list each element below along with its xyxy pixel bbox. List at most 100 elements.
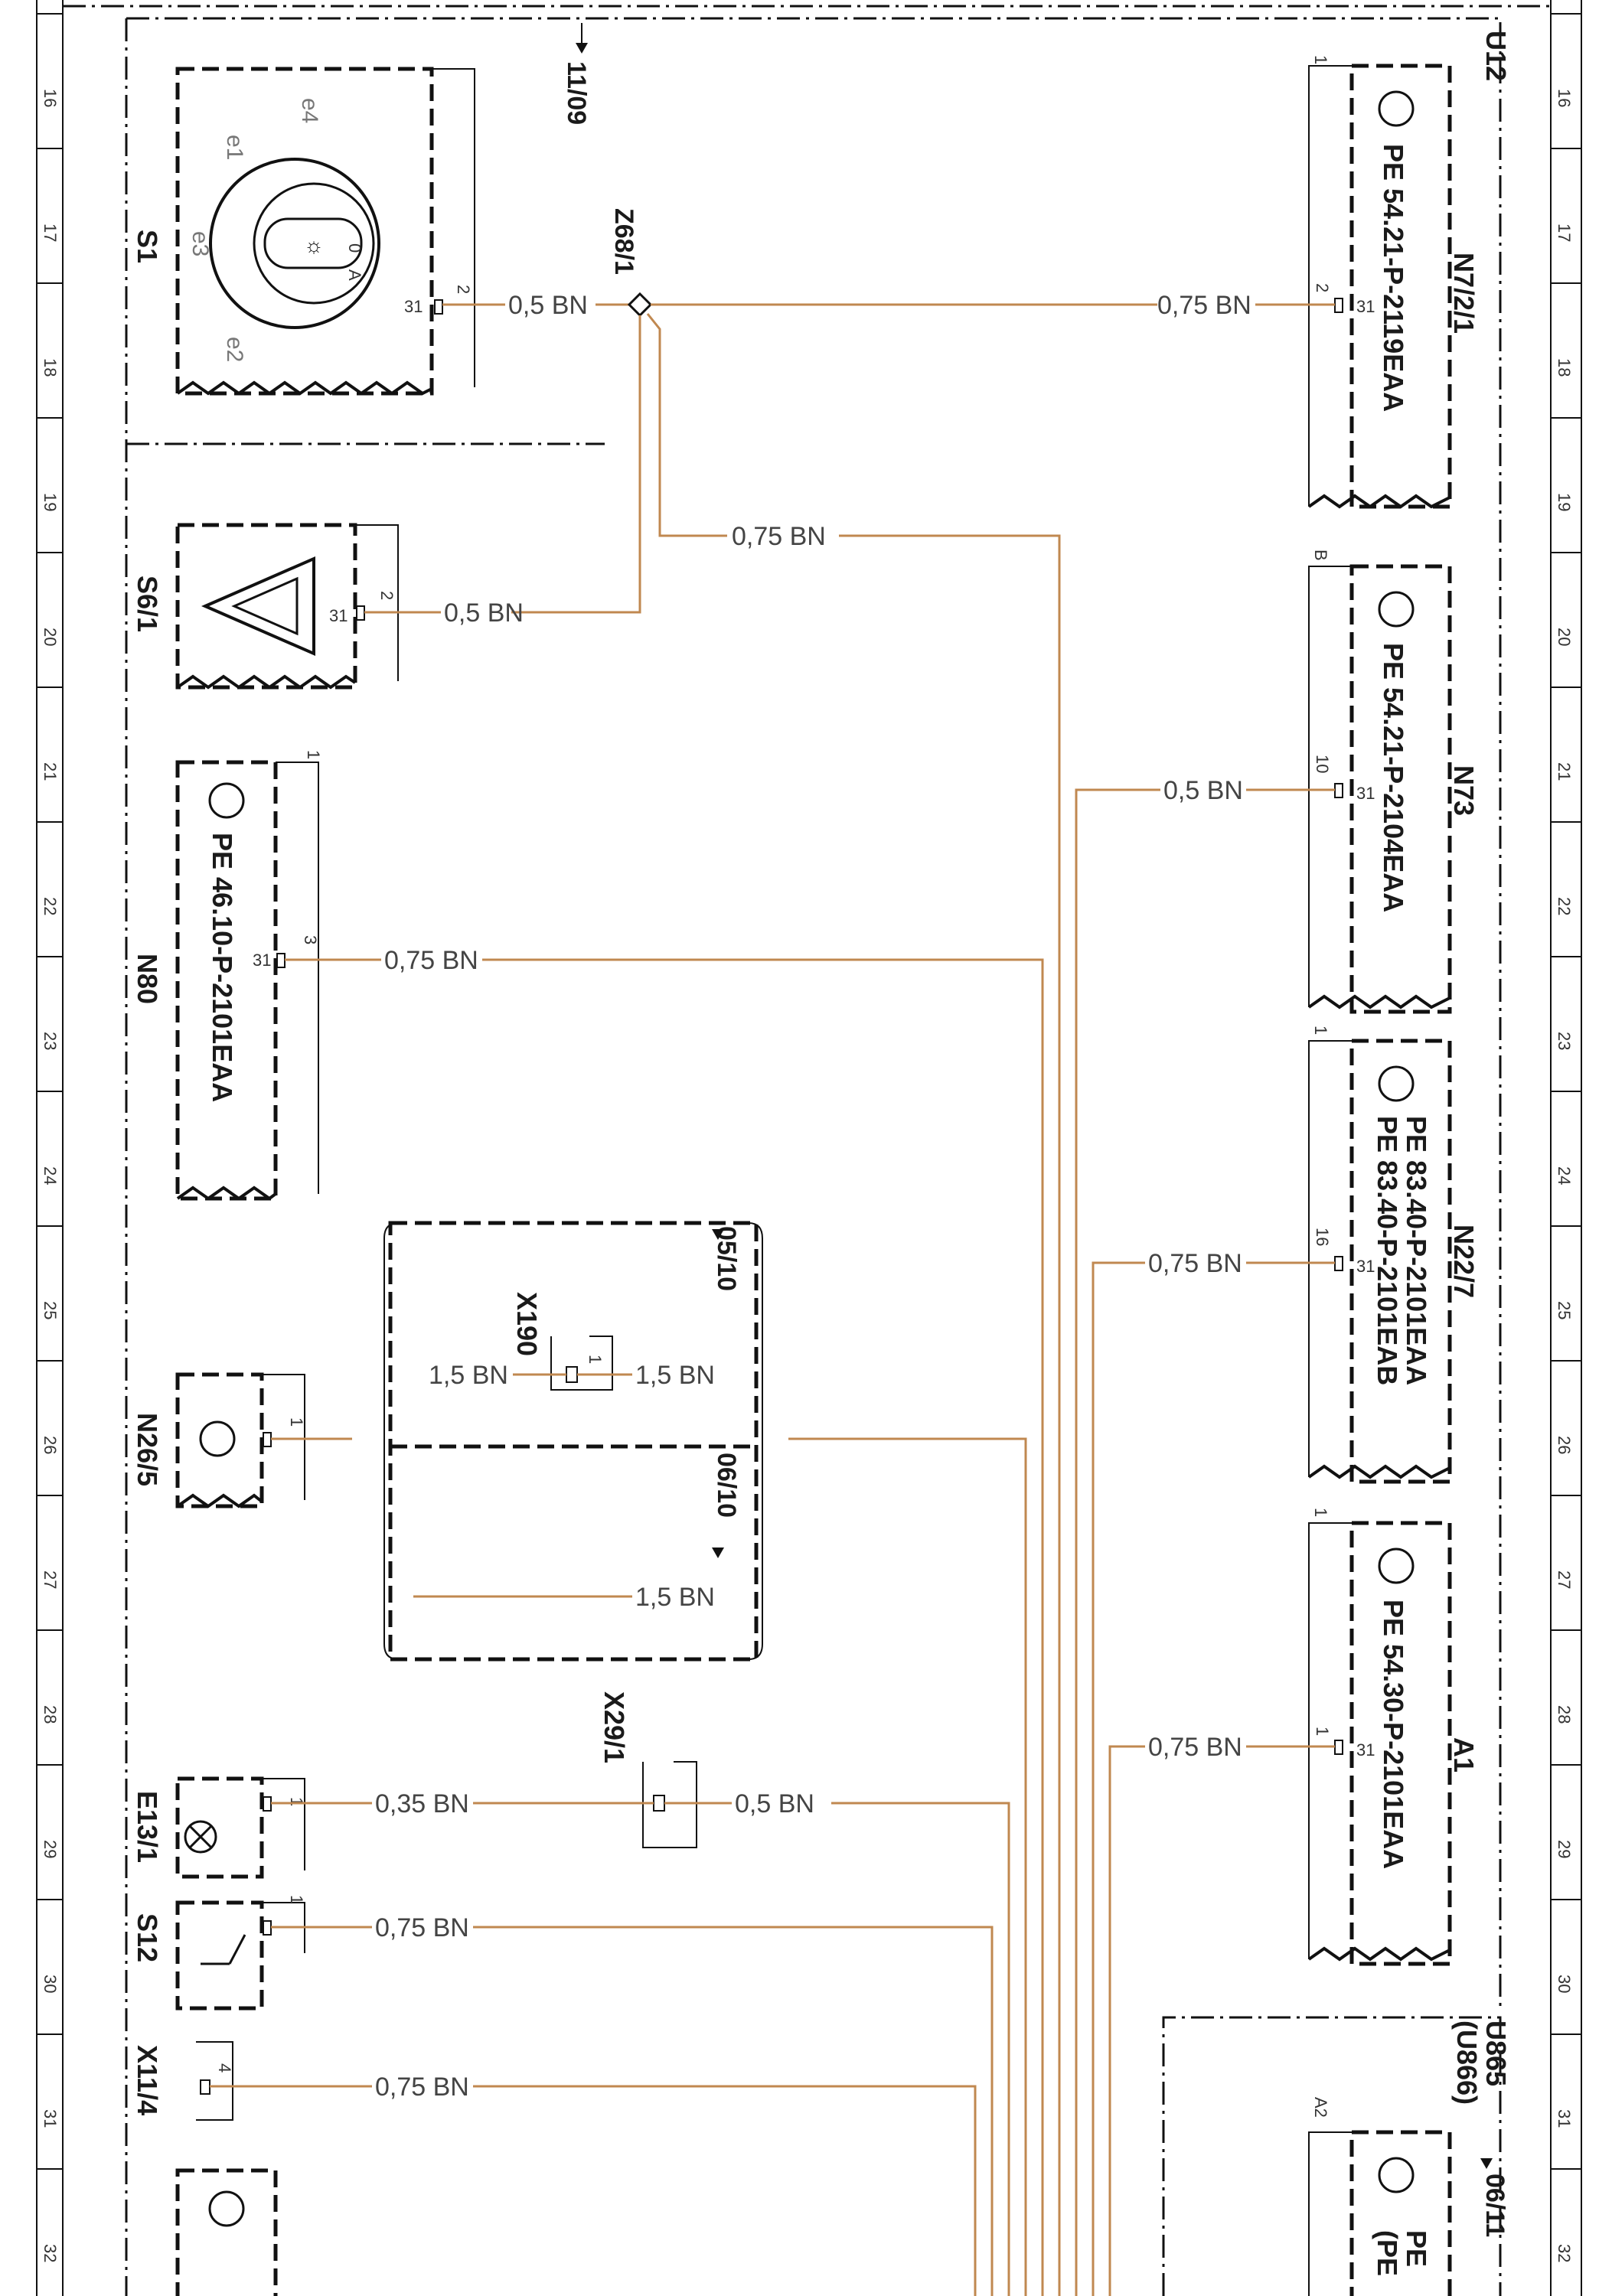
wire-e13-1-label: 0,35 BN — [375, 1789, 469, 1818]
grid-number: 26 — [41, 1436, 60, 1454]
x29-1-connector[interactable] — [642, 1761, 697, 1848]
u865-pe-a[interactable]: PE — [1401, 2230, 1432, 2267]
e13-1-label: E13/1 — [132, 1791, 163, 1863]
s1-pos-a: A — [345, 269, 364, 281]
bottom-left-module[interactable] — [175, 2168, 278, 2296]
grid-number: 21 — [41, 762, 60, 781]
ref-top[interactable]: 11/09 — [562, 61, 591, 125]
grid-number: 29 — [1555, 1840, 1574, 1858]
s1-pos-zero: 0 — [345, 243, 364, 253]
grid-number: 20 — [41, 628, 60, 646]
x190-ref2[interactable]: 06/10 — [712, 1453, 741, 1518]
ref-top-arrowhead — [576, 43, 588, 54]
wire-a1-a[interactable] — [1108, 1745, 1145, 2296]
n22-7-pin-1: 1 — [1311, 1026, 1330, 1035]
n7-pin-2: 2 — [1313, 283, 1332, 292]
wire-z68-down-b[interactable] — [839, 534, 1061, 2296]
n26-5-module[interactable] — [175, 1372, 305, 1508]
wire-n80-b[interactable] — [482, 958, 1044, 2296]
s1-pin-31: 31 — [404, 297, 423, 316]
grid-number: 32 — [1555, 2244, 1574, 2262]
wire-n73-a[interactable] — [1075, 788, 1160, 2296]
s1-pos-e3: e3 — [188, 231, 213, 256]
grid-number: 18 — [41, 358, 60, 377]
n73-pin-10: 10 — [1313, 755, 1332, 773]
n73-label: N73 — [1448, 765, 1480, 816]
wire-s12-label: 0,75 BN — [375, 1913, 469, 1942]
wire-x29-1-b[interactable] — [831, 1802, 1010, 2296]
sun-icon: ☼ — [304, 233, 324, 257]
wire-n26-5-b[interactable] — [788, 1437, 1027, 2296]
s12-label: S12 — [132, 1913, 163, 1962]
s1-pos-e4: e4 — [297, 98, 322, 123]
a1-pe[interactable]: PE 54.30-P-2101EAA — [1378, 1600, 1409, 1869]
s1-label: S1 — [132, 230, 163, 263]
n73-pe[interactable]: PE 54.21-P-2104EAA — [1378, 643, 1409, 912]
u865-ref[interactable]: 06/11 — [1480, 2174, 1509, 2237]
s6-1-label: S6/1 — [132, 576, 163, 632]
a1-pin-31: 31 — [1356, 1740, 1375, 1760]
hazard-triangle-icon — [201, 556, 315, 657]
wire-n80-label: 0,75 BN — [384, 946, 478, 975]
u865-label: U865 — [1480, 2020, 1512, 2086]
grid-number: 28 — [41, 1705, 60, 1724]
x190-area — [383, 1221, 763, 1662]
u12-boundary — [126, 17, 1502, 2009]
n80-pe[interactable]: PE 46.10-P-2101EAA — [207, 833, 238, 1102]
right-grid-strip — [1550, 0, 1582, 2296]
n80-module[interactable] — [175, 760, 319, 1201]
control-unit-icon — [208, 2190, 245, 2227]
a1-module[interactable] — [1307, 1521, 1452, 1966]
grid-number: 27 — [41, 1570, 60, 1589]
wire-ref2-label: 1,5 BN — [635, 1583, 715, 1612]
grid-number: 16 — [1555, 89, 1574, 107]
u865-pin-a2: A2 — [1311, 2097, 1330, 2118]
s6-1-hazard-switch[interactable] — [175, 523, 399, 690]
grid-number: 21 — [1555, 762, 1574, 781]
control-unit-icon — [1378, 1548, 1415, 1584]
z68-splice[interactable] — [627, 292, 653, 318]
x11-4-pin-4: 4 — [215, 2063, 234, 2073]
x11-4-connector[interactable] — [196, 2041, 233, 2121]
grid-number: 24 — [41, 1166, 60, 1185]
wire-n22-7-a[interactable] — [1092, 1261, 1145, 2296]
n80-pin-1: 1 — [304, 750, 323, 759]
a1-label: A1 — [1448, 1737, 1480, 1773]
grid-number: 17 — [1555, 223, 1574, 242]
grid-number: 28 — [1555, 1705, 1574, 1724]
s1-light-switch[interactable]: ☼ — [175, 67, 475, 396]
n22-7-module[interactable] — [1307, 1039, 1452, 1484]
grid-number: 26 — [1555, 1436, 1574, 1454]
u865-module[interactable] — [1308, 2130, 1452, 2296]
n80-pin-31: 31 — [253, 951, 271, 970]
grid-number: 19 — [41, 493, 60, 511]
grid-number: 25 — [1555, 1301, 1574, 1319]
n22-7-pin-31: 31 — [1356, 1257, 1375, 1276]
wire-s1-label: 0,5 BN — [508, 291, 588, 320]
wire-x11-4-b[interactable] — [473, 2085, 977, 2296]
grid-number: 30 — [41, 1975, 60, 1993]
wire-s12-b[interactable] — [473, 1926, 994, 2296]
wire-z68-s61[interactable] — [511, 315, 641, 614]
s6-1-pin-2: 2 — [377, 591, 396, 600]
n22-7-pe-b[interactable]: PE 83.40-P-2101EAB — [1372, 1116, 1403, 1385]
n7-label: N7/2/1 — [1448, 253, 1480, 334]
n7-2-1-module[interactable] — [1307, 64, 1452, 509]
z68-label: Z68/1 — [609, 208, 638, 275]
n26-5-label: N26/5 — [132, 1413, 163, 1486]
e13-1-lamp[interactable] — [175, 1776, 305, 1879]
grid-number: 19 — [1555, 493, 1574, 511]
s12-switch[interactable] — [175, 1900, 305, 2011]
wire-z68-down-a[interactable] — [646, 313, 727, 537]
n73-module[interactable] — [1307, 564, 1452, 1014]
u865-pe-b[interactable]: (PE — [1372, 2230, 1403, 2276]
n7-pe[interactable]: PE 54.21-P-2119EAA — [1378, 144, 1409, 412]
n73-pin-b: B — [1311, 550, 1330, 561]
n22-7-pe-a[interactable]: PE 83.40-P-2101EAA — [1401, 1116, 1432, 1385]
x190-pin-1: 1 — [586, 1355, 605, 1364]
u12-label: U12 — [1480, 31, 1512, 81]
s1-pin-2: 2 — [454, 285, 473, 294]
e13-1-pin-1: 1 — [287, 1797, 306, 1806]
